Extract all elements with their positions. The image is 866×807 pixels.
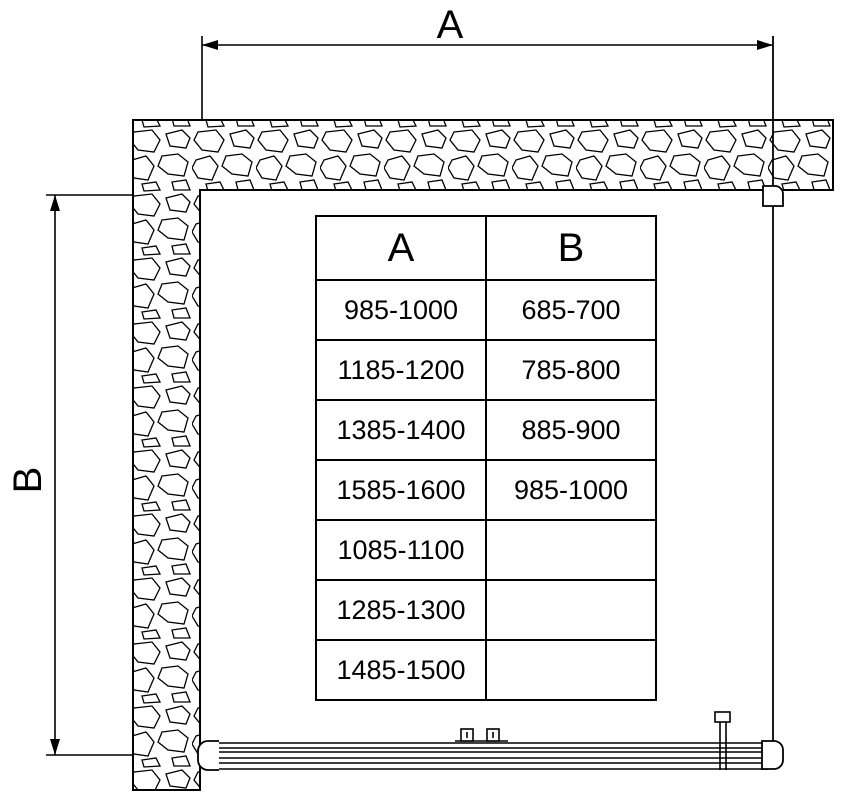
dimension-a: [201, 36, 773, 120]
door-handle-detail: [714, 711, 731, 770]
table-row: 1285-1300: [315, 579, 657, 641]
size-b-cell: [485, 639, 657, 701]
size-a-cell: 1585-1600: [315, 459, 487, 521]
table-row: 1185-1200 785-800: [315, 339, 657, 401]
table-row: 1585-1600 985-1000: [315, 459, 657, 521]
size-table-header-b: B: [485, 215, 657, 281]
door-bottom-rail: [214, 742, 768, 770]
size-a-cell: 1085-1100: [315, 519, 487, 581]
table-row: 1385-1400 885-900: [315, 399, 657, 461]
size-a-cell: 1485-1500: [315, 639, 487, 701]
wall-bracket: [762, 185, 784, 207]
size-b-cell: 685-700: [485, 279, 657, 341]
dimension-b: [46, 194, 133, 756]
size-b-cell: 785-800: [485, 339, 657, 401]
table-row: 1085-1100: [315, 519, 657, 581]
size-b-cell: [485, 579, 657, 641]
size-table-header-row: A B: [315, 215, 657, 281]
size-a-cell: 1385-1400: [315, 399, 487, 461]
size-b-cell: 885-900: [485, 399, 657, 461]
size-b-cell: [485, 519, 657, 581]
dimension-a-label: A: [436, 3, 464, 47]
rail-left-cap: [197, 740, 219, 771]
door-roller-detail: [455, 728, 508, 742]
size-a-cell: 985-1000: [315, 279, 487, 341]
size-table-header-a: A: [315, 215, 487, 281]
table-row: 985-1000 685-700: [315, 279, 657, 341]
table-row: 1485-1500: [315, 639, 657, 701]
size-a-cell: 1185-1200: [315, 339, 487, 401]
size-a-cell: 1285-1300: [315, 579, 487, 641]
rail-right-cap: [761, 740, 784, 770]
size-table: A B 985-1000 685-700 1185-1200 785-800 1…: [315, 215, 657, 701]
size-b-cell: 985-1000: [485, 459, 657, 521]
dimension-b-label: B: [6, 466, 50, 494]
